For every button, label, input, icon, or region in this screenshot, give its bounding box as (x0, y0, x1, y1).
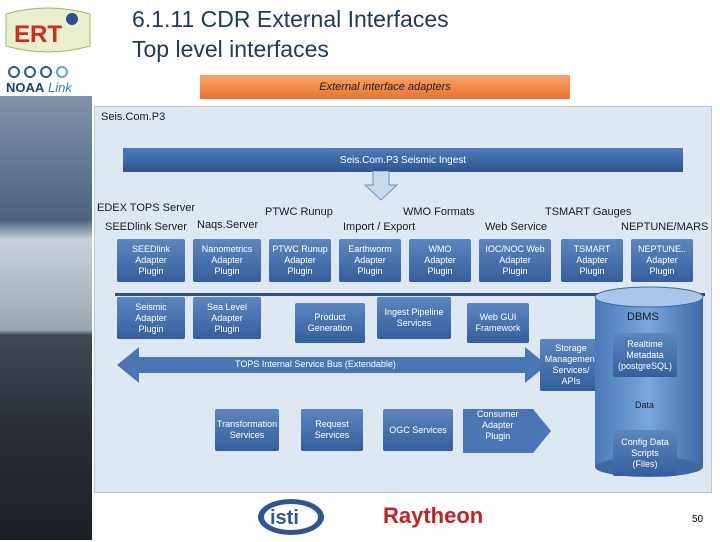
dbms-title: DBMS (627, 311, 659, 323)
title-line-1: 6.1.11 CDR External Interfaces (132, 6, 449, 32)
seiscomp3-seismic-ingest-bar: Seis.Com.P3 Seismic Ingest (123, 148, 683, 172)
seiscomp3-label: Seis.Com.P3 (101, 111, 166, 123)
isti-logo: isti (256, 497, 326, 537)
edex-tops-server-label: EDEX TOPS Server (97, 202, 196, 214)
import-export-label: Import / Export (343, 221, 416, 233)
page-title: 6.1.11 CDR External Interfaces Top level… (132, 4, 449, 64)
svg-text:ERT: ERT (14, 21, 62, 48)
diagram-canvas: Seis.Com.P3 Seis.Com.P3 Seismic Ingest E… (94, 106, 712, 493)
tsmart-gauges-label: TSMART Gauges (545, 206, 632, 218)
web-service-label: Web Service (485, 221, 548, 233)
sidebar-photo-strip (0, 0, 92, 540)
external-interface-adapters-bar: External interface adapters (200, 75, 570, 99)
ptwc-runup-label: PTWC Runup (265, 206, 333, 218)
svg-text:NOAA: NOAA (6, 80, 45, 95)
page-number: 50 (692, 514, 704, 525)
ogc-services-box: OGC Services (383, 409, 453, 451)
noaa-link-logo: NOAA Link (4, 62, 94, 96)
tops-service-bus-arrow (117, 347, 547, 383)
svg-text:isti: isti (270, 507, 299, 529)
wmo-formats-label: WMO Formats (403, 206, 475, 218)
naqs-server-label: Naqs.Server (197, 219, 259, 231)
neptune-mars-label: NEPTUNE/MARS (621, 221, 709, 233)
consumer-adapter-arrow (463, 409, 551, 453)
data-label: Data (635, 400, 655, 410)
plugin-connector-line (115, 293, 705, 296)
ingest-down-arrow (363, 171, 399, 201)
title-line-2: Top level interfaces (132, 36, 329, 62)
tops-service-bus-label: TOPS Internal Service Bus (Extendable) (235, 359, 396, 369)
seedlink-server-label: SEEDlink Server (105, 221, 187, 233)
svg-text:Link: Link (48, 80, 73, 95)
ert-logo: ERT (2, 4, 94, 54)
raytheon-logo: Raytheon (383, 503, 484, 528)
